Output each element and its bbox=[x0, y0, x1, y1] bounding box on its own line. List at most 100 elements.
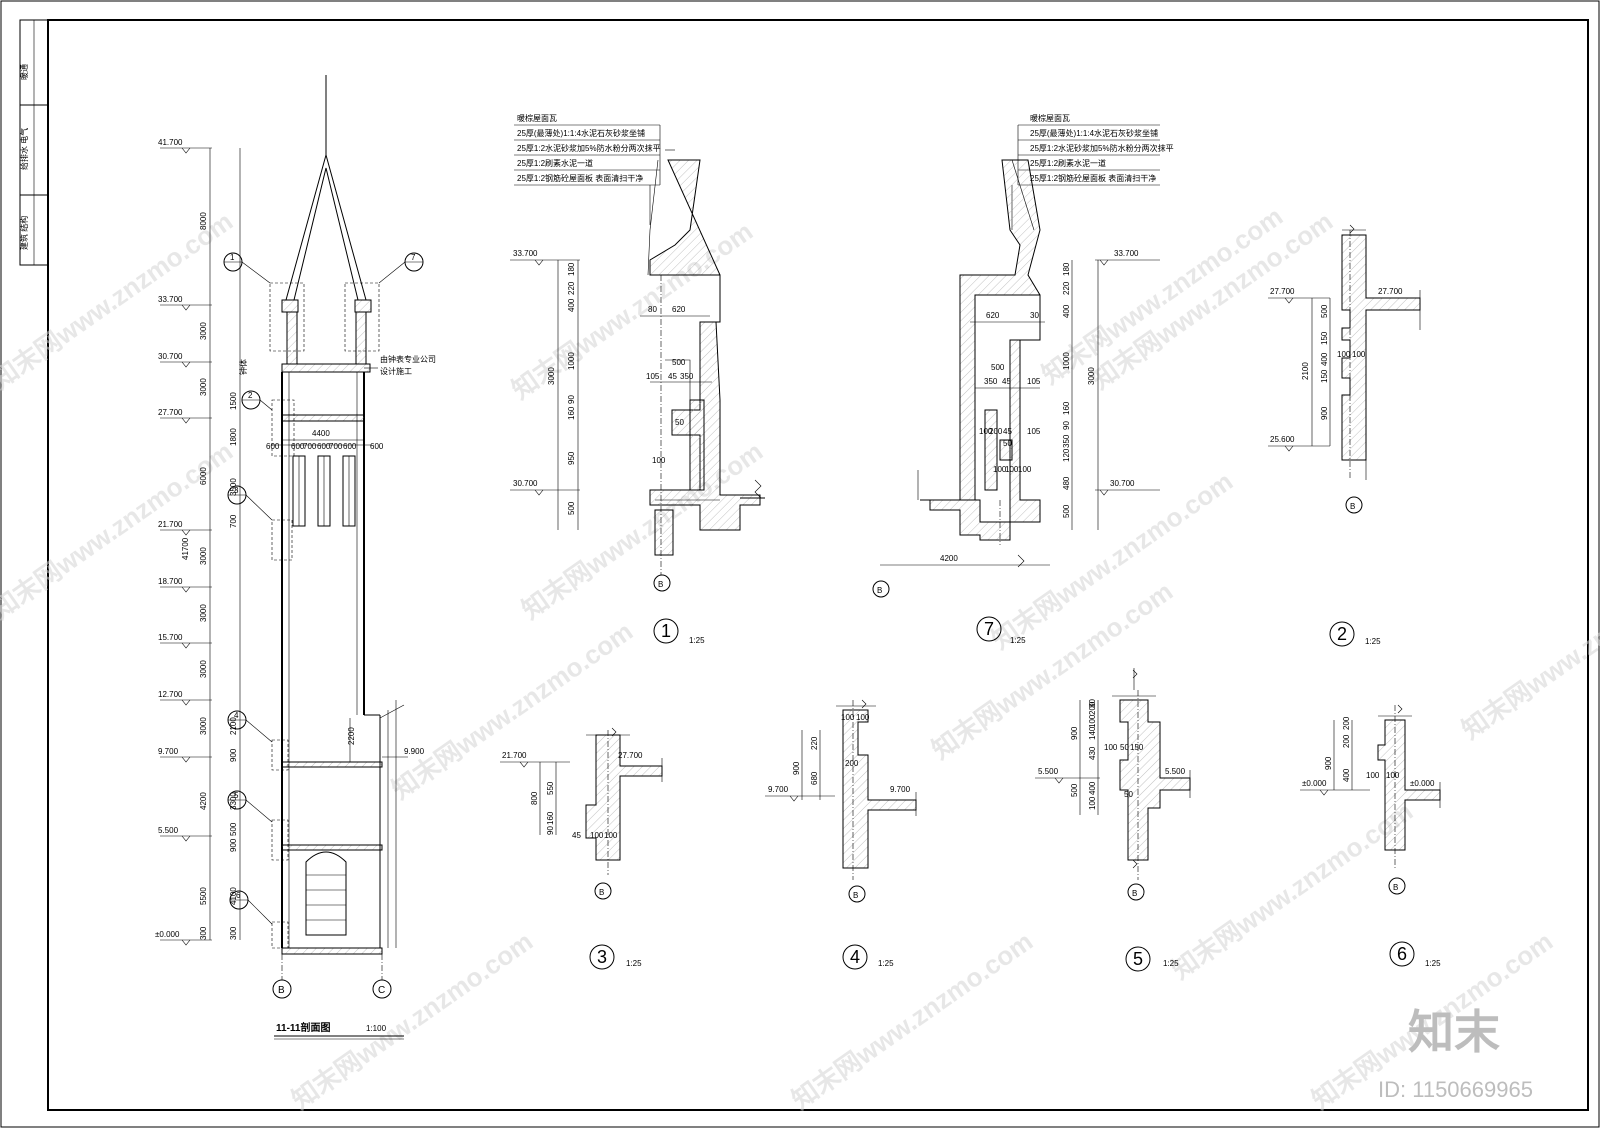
d7-axis: B bbox=[877, 586, 882, 595]
svg-text:3000: 3000 bbox=[199, 378, 208, 396]
d7-level-33700: 33.700 bbox=[1114, 249, 1139, 258]
svg-text:200: 200 bbox=[1342, 734, 1351, 748]
section-11-11: 41.700 33.700 30.700 27.700 21.700 18.70… bbox=[155, 75, 436, 1040]
svg-text:480: 480 bbox=[1062, 476, 1071, 490]
level-12700: 12.700 bbox=[158, 690, 183, 699]
d3-num: 3 bbox=[597, 947, 607, 967]
svg-text:600: 600 bbox=[317, 442, 331, 451]
svg-text:300: 300 bbox=[229, 926, 238, 940]
callout-1: 1 bbox=[230, 253, 235, 262]
svg-text:4200: 4200 bbox=[199, 792, 208, 810]
note-bell: 钟体 bbox=[238, 359, 248, 375]
svg-text:8000: 8000 bbox=[199, 212, 208, 230]
d5-level-right: 5.500 bbox=[1165, 767, 1186, 776]
svg-text:80: 80 bbox=[648, 305, 657, 314]
svg-text:100: 100 bbox=[590, 831, 604, 840]
svg-text:暖棕屋面瓦: 暖棕屋面瓦 bbox=[1030, 113, 1070, 123]
svg-text:100: 100 bbox=[604, 831, 618, 840]
d5-num: 5 bbox=[1133, 949, 1143, 969]
svg-text:800: 800 bbox=[530, 791, 539, 805]
section-scale: 1:100 bbox=[366, 1024, 387, 1033]
d5-axis: B bbox=[1132, 889, 1137, 898]
svg-text:30: 30 bbox=[1088, 699, 1097, 708]
d4-axis: B bbox=[853, 891, 858, 900]
svg-text:500: 500 bbox=[1070, 783, 1079, 797]
svg-text:25厚1:2刷素水泥一道: 25厚1:2刷素水泥一道 bbox=[517, 158, 593, 168]
svg-text:950: 950 bbox=[567, 451, 576, 465]
detail-1: 暖棕屋面瓦 25厚(最薄处)1:1:4水泥石灰砂浆坐铺 25厚1:2水泥砂浆加5… bbox=[510, 113, 765, 645]
svg-text:3000: 3000 bbox=[199, 717, 208, 735]
level-9700: 9.700 bbox=[158, 747, 179, 756]
section-width-dims: 4400 600 600 700 600 700 600 600 bbox=[266, 429, 384, 451]
strip-cell-2: 给排水 电气 bbox=[19, 128, 29, 170]
svg-text:100: 100 bbox=[1088, 796, 1097, 810]
section-dims: 8000 3000 3000 1500 1800 6000 3500 700 4… bbox=[181, 212, 238, 940]
level-18700: 18.700 bbox=[158, 577, 183, 586]
svg-text:1500: 1500 bbox=[229, 392, 238, 410]
svg-text:6000: 6000 bbox=[199, 467, 208, 485]
level-21700: 21.700 bbox=[158, 520, 183, 529]
svg-text:400: 400 bbox=[1342, 768, 1351, 782]
d3-scale: 1:25 bbox=[626, 959, 642, 968]
svg-text:550: 550 bbox=[546, 781, 555, 795]
d4-level-right: 9.700 bbox=[890, 785, 911, 794]
svg-text:1000: 1000 bbox=[567, 352, 576, 370]
svg-text:105: 105 bbox=[646, 372, 660, 381]
watermark-1: 知末网www.znzmo.com bbox=[0, 206, 238, 395]
svg-text:25厚(最薄处)1:1:4水泥石灰砂浆坐铺: 25厚(最薄处)1:1:4水泥石灰砂浆坐铺 bbox=[517, 128, 645, 138]
svg-text:180: 180 bbox=[1062, 262, 1071, 276]
section-axes: B C bbox=[272, 954, 392, 999]
svg-text:160: 160 bbox=[1062, 401, 1071, 415]
svg-text:25厚1:2水泥砂浆加5%防水粉分两次抹平: 25厚1:2水泥砂浆加5%防水粉分两次抹平 bbox=[517, 143, 661, 153]
d2-num: 2 bbox=[1337, 624, 1347, 644]
svg-text:90: 90 bbox=[546, 826, 555, 835]
svg-text:350: 350 bbox=[984, 377, 998, 386]
svg-text:3000: 3000 bbox=[199, 547, 208, 565]
svg-text:4400: 4400 bbox=[312, 429, 330, 438]
svg-text:100: 100 bbox=[841, 713, 855, 722]
svg-text:600: 600 bbox=[266, 442, 280, 451]
watermark-13: 知末网www.znzmo.com bbox=[1456, 556, 1600, 745]
svg-text:400: 400 bbox=[1062, 304, 1071, 318]
svg-text:150: 150 bbox=[1130, 743, 1144, 752]
svg-text:100: 100 bbox=[1104, 743, 1118, 752]
svg-text:105: 105 bbox=[1027, 377, 1041, 386]
svg-text:620: 620 bbox=[986, 311, 1000, 320]
svg-text:100: 100 bbox=[1018, 465, 1032, 474]
svg-text:暖棕屋面瓦: 暖棕屋面瓦 bbox=[517, 113, 557, 123]
d5-level-left: 5.500 bbox=[1038, 767, 1059, 776]
d6-level-left: ±0.000 bbox=[1302, 779, 1327, 788]
svg-text:50: 50 bbox=[675, 418, 684, 427]
svg-text:900: 900 bbox=[1070, 726, 1079, 740]
svg-text:1000: 1000 bbox=[1062, 352, 1071, 370]
svg-text:900: 900 bbox=[792, 761, 801, 775]
d7-scale: 1:25 bbox=[1010, 636, 1026, 645]
callout-5: 5 bbox=[234, 791, 239, 800]
svg-text:25厚1:2钢筋砼屋面板 表面清扫干净: 25厚1:2钢筋砼屋面板 表面清扫干净 bbox=[517, 173, 643, 183]
callout-2: 2 bbox=[248, 391, 253, 400]
d3-level-left: 21.700 bbox=[502, 751, 527, 760]
axis-c-circle bbox=[372, 979, 392, 999]
d1-scale: 1:25 bbox=[689, 636, 705, 645]
detail-7: 暖棕屋面瓦 25厚(最薄处)1:1:4水泥石灰砂浆坐铺 25厚1:2水泥砂浆加5… bbox=[872, 113, 1174, 645]
svg-text:25厚1:2刷素水泥一道: 25厚1:2刷素水泥一道 bbox=[1030, 158, 1106, 168]
d2-level-bottom: 25.600 bbox=[1270, 435, 1295, 444]
svg-text:120: 120 bbox=[1062, 448, 1071, 462]
svg-text:4100: 4100 bbox=[229, 887, 238, 905]
svg-text:100: 100 bbox=[979, 427, 993, 436]
d2-level-right: 27.700 bbox=[1378, 287, 1403, 296]
svg-text:100: 100 bbox=[1088, 714, 1097, 728]
level-5500: 5.500 bbox=[158, 826, 179, 835]
svg-text:100: 100 bbox=[1352, 350, 1366, 359]
svg-text:140: 140 bbox=[1088, 726, 1097, 740]
level-9900: 9.900 bbox=[404, 747, 425, 756]
svg-text:105: 105 bbox=[1027, 427, 1041, 436]
svg-text:25厚(最薄处)1:1:4水泥石灰砂浆坐铺: 25厚(最薄处)1:1:4水泥石灰砂浆坐铺 bbox=[1030, 128, 1158, 138]
callout-6: 6 bbox=[236, 891, 241, 900]
svg-text:90: 90 bbox=[567, 395, 576, 404]
svg-text:2100: 2100 bbox=[1301, 362, 1310, 380]
svg-text:500: 500 bbox=[672, 358, 686, 367]
level-15700: 15.700 bbox=[158, 633, 183, 642]
svg-text:160: 160 bbox=[546, 811, 555, 825]
